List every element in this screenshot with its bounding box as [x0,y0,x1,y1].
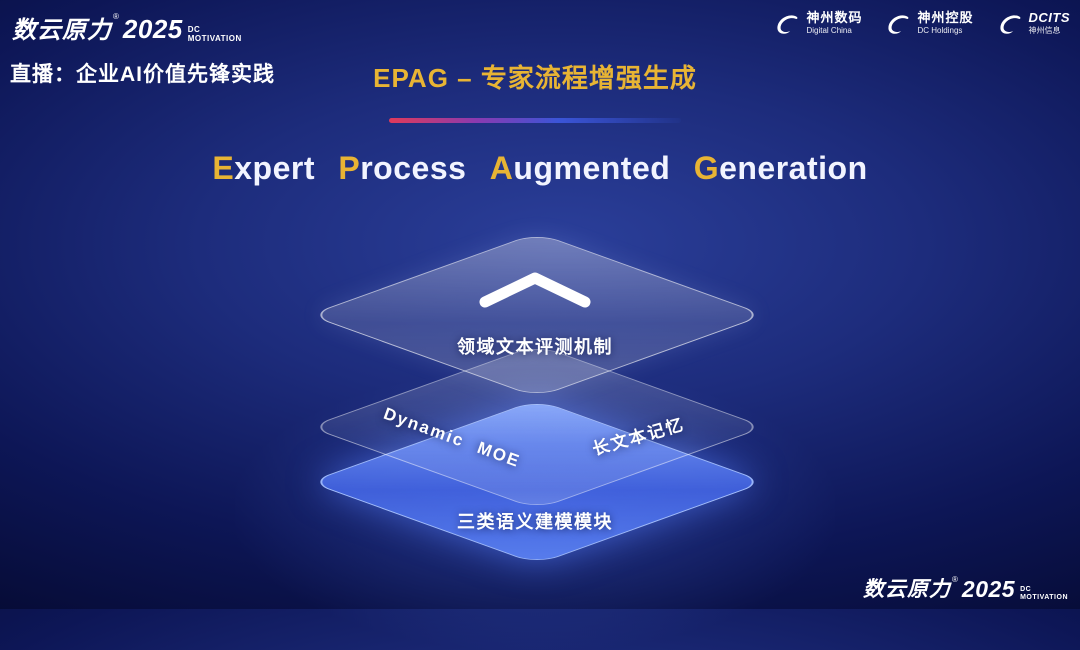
title-cap: E [212,150,235,186]
swoosh-icon [777,15,798,34]
title-divider-line [389,118,681,123]
brand-name: 数云原力 [12,17,112,44]
layer-top-label: 领域文本评测机制 [457,337,613,357]
brand-name: 数云原力 [863,578,952,601]
partner-subname: DC Holdings [917,26,963,36]
layer-bottom-label: 三类语义建模模块 [457,512,613,532]
title-word: Generation [694,150,868,186]
swoosh-icon [999,15,1020,34]
title-cap: A [489,150,514,186]
page-title: EPAG – 专家流程增强生成 [373,63,697,93]
title-word: Expert [212,150,315,186]
main-title-english: Expert Process Augmented Generation [205,150,874,187]
registered-mark: ® [952,575,958,584]
title-word: Process [338,150,466,186]
title-rest: rocess [360,150,467,186]
live-stream-label: 直播：企业AI价值先锋实践 [10,63,275,86]
partner-name: 神州数码 [806,10,863,26]
brand-subtitle: DC MOTIVATION [187,25,242,45]
partner-dcits: DCITS 神州信息 [996,10,1071,37]
brand-logo-top-left: 数云原力 ® 2025 DC MOTIVATION [12,10,242,45]
partner-dc-holdings: 神州控股 DC Holdings [884,10,973,37]
registered-mark: ® [113,12,119,21]
partner-digital-china: 神州数码 Digital China [773,10,862,37]
title-rest: eneration [719,150,868,186]
partner-name: DCITS [1028,10,1070,26]
layer-top-plate [307,232,767,398]
brand-sub-bottom: MOTIVATION [1020,593,1068,601]
chevron-up-icon [479,272,591,308]
partner-subname: Digital China [806,26,852,36]
title-cap: G [693,150,720,186]
brand-subtitle: DC MOTIVATION [1020,586,1068,603]
title-rest: ugmented [513,150,671,186]
partner-text: DCITS 神州信息 [1028,10,1071,36]
brand-year: 2025 [961,576,1016,602]
title-cap: P [338,150,361,186]
partner-text: 神州控股 DC Holdings [917,10,974,36]
title-word: Augmented [490,150,671,186]
brand-sub-top: DC [187,25,201,35]
partner-logos: 神州数码 Digital China 神州控股 DC Holdings DCIT… [773,10,1070,37]
brand-sub-bottom: MOTIVATION [187,33,242,43]
brand-year: 2025 [122,14,183,44]
partner-name: 神州控股 [917,10,974,26]
partner-subname: 神州信息 [1028,26,1061,36]
brand-logo-bottom-right: 数云原力 ® 2025 DC MOTIVATION [863,573,1068,603]
partner-text: 神州数码 Digital China [806,10,863,36]
swoosh-icon [888,15,909,34]
brand-sub-top: DC [1020,586,1032,594]
title-rest: xpert [234,150,315,186]
